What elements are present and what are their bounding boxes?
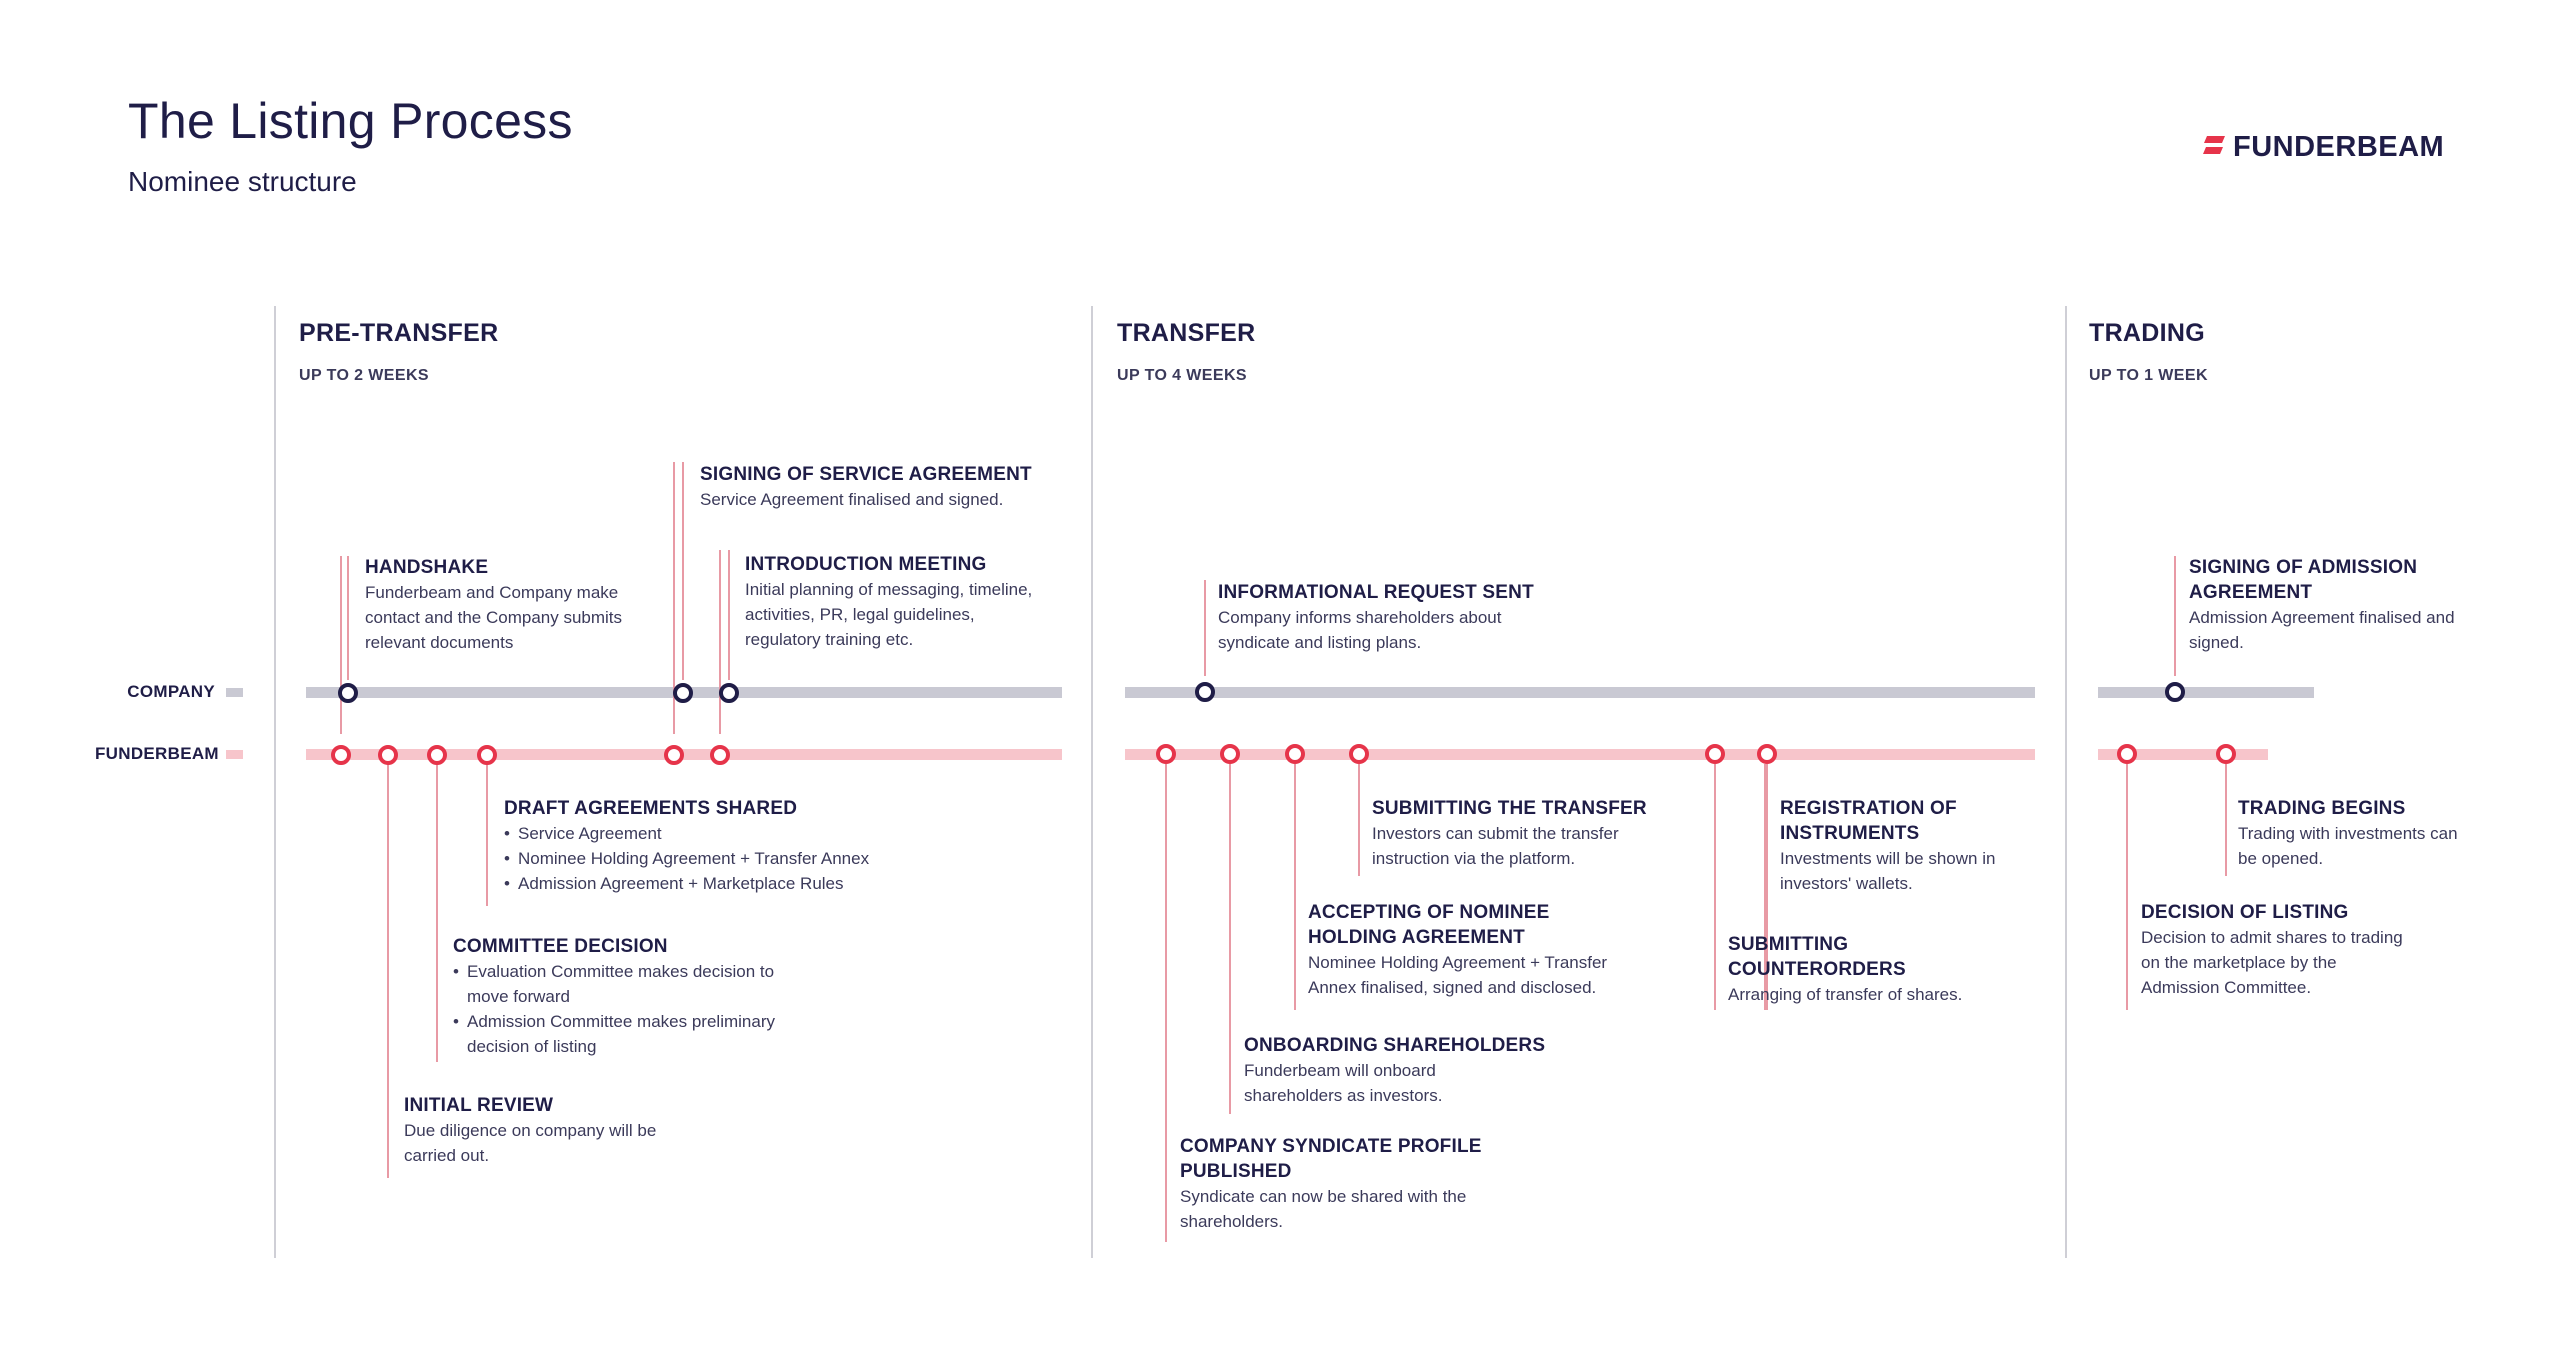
lane-label-company: COMPANY xyxy=(127,682,215,701)
node-initial-review xyxy=(378,745,398,765)
event-submitting-transfer-title: SUBMITTING THE TRANSFER xyxy=(1372,798,1647,819)
event-signing-service-desc: Service Agreement finalised and signed. xyxy=(700,490,1004,509)
event-syndicate-profile-desc: Syndicate can now be shared with the sha… xyxy=(1180,1187,1467,1231)
event-committee-title: COMMITTEE DECISION xyxy=(453,936,668,957)
company-nodes xyxy=(338,682,2185,703)
leader-lines xyxy=(340,462,2227,1242)
event-decision-listing-desc: Decision to admit shares to trading on t… xyxy=(2141,928,2403,997)
event-draft-agreements-list: Service Agreement Nominee Holding Agreem… xyxy=(504,821,924,896)
event-signing-admission-desc: Admission Agreement finalised and signed… xyxy=(2189,608,2455,652)
funderbeam-logo-icon xyxy=(2203,136,2225,154)
node-signing-service-fb xyxy=(664,745,684,765)
node-decision-listing xyxy=(2117,744,2137,764)
event-signing-service-title: SIGNING OF SERVICE AGREEMENT xyxy=(700,464,1032,485)
list-item: Admission Agreement + Marketplace Rules xyxy=(504,871,924,896)
event-syndicate-profile-title: COMPANY SYNDICATE PROFILE PUBLISHED xyxy=(1180,1136,1482,1182)
event-draft-agreements-title: DRAFT AGREEMENTS SHARED xyxy=(504,798,798,819)
event-info-request-title: INFORMATIONAL REQUEST SENT xyxy=(1218,582,1534,603)
node-committee xyxy=(427,745,447,765)
node-onboarding xyxy=(1220,744,1240,764)
brand-name: FUNDERBEAM xyxy=(2233,130,2445,163)
list-item: Evaluation Committee makes decision to m… xyxy=(453,959,793,1009)
event-registration-desc: Investments will be shown in investors' … xyxy=(1780,849,1996,893)
node-counterorders xyxy=(1705,744,1725,764)
event-info-request-desc: Company informs shareholders about syndi… xyxy=(1218,608,1502,652)
funderbeam-nodes xyxy=(331,744,2236,765)
event-trading-begins-desc: Trading with investments can be opened. xyxy=(2238,824,2458,868)
funderbeam-lane-swatch xyxy=(226,750,243,759)
page-title: The Listing Process xyxy=(128,93,573,149)
event-handshake-title: HANDSHAKE xyxy=(365,557,489,578)
event-onboarding-title: ONBOARDING SHAREHOLDERS xyxy=(1244,1035,1546,1056)
event-intro-meeting-desc: Initial planning of messaging, timeline,… xyxy=(745,580,1033,649)
node-intro-meeting-fb xyxy=(710,745,730,765)
company-lane-swatch xyxy=(226,688,243,697)
event-committee-list: Evaluation Committee makes decision to m… xyxy=(453,959,793,1059)
event-accepting-nominee-title: ACCEPTING OF NOMINEE HOLDING AGREEMENT xyxy=(1308,902,1550,948)
event-initial-review-desc: Due diligence on company will be carried… xyxy=(404,1121,657,1165)
node-draft-agreements xyxy=(477,745,497,765)
node-submitting-transfer xyxy=(1349,744,1369,764)
list-item: Nominee Holding Agreement + Transfer Ann… xyxy=(504,846,924,871)
phase-trading-title: TRADING xyxy=(2089,319,2205,347)
event-submitting-transfer-desc: Investors can submit the transfer instru… xyxy=(1372,824,1619,868)
phase-transfer-duration: UP TO 4 WEEKS xyxy=(1117,367,1247,384)
event-trading-begins-title: TRADING BEGINS xyxy=(2238,798,2406,819)
event-initial-review-title: INITIAL REVIEW xyxy=(404,1095,554,1116)
event-counterorders-desc: Arranging of transfer of shares. xyxy=(1728,985,1963,1004)
node-registration xyxy=(1757,744,1777,764)
list-item: Admission Committee makes preliminary de… xyxy=(453,1009,793,1059)
event-decision-listing-title: DECISION OF LISTING xyxy=(2141,902,2349,923)
node-accepting-nominee xyxy=(1285,744,1305,764)
phase-dividers xyxy=(274,306,2067,1258)
phase-pre-transfer-title: PRE-TRANSFER xyxy=(299,319,499,347)
event-onboarding-desc: Funderbeam will onboard shareholders as … xyxy=(1244,1061,1443,1105)
node-trading-begins xyxy=(2216,744,2236,764)
node-handshake xyxy=(338,683,358,703)
brand-logo: FUNDERBEAM xyxy=(2203,127,2444,167)
node-intro-meeting xyxy=(719,683,739,703)
node-signing-service xyxy=(673,683,693,703)
event-intro-meeting-title: INTRODUCTION MEETING xyxy=(745,554,987,575)
funderbeam-lane xyxy=(306,749,2268,760)
event-handshake-desc: Funderbeam and Company make contact and … xyxy=(365,583,623,652)
page-subtitle: Nominee structure xyxy=(128,166,357,197)
lane-label-funderbeam: FUNDERBEAM xyxy=(95,744,219,763)
phase-pre-transfer-duration: UP TO 2 WEEKS xyxy=(299,367,429,384)
phase-transfer-title: TRANSFER xyxy=(1117,319,1256,347)
event-accepting-nominee-desc: Nominee Holding Agreement + Transfer Ann… xyxy=(1308,953,1608,997)
node-handshake-fb xyxy=(331,745,351,765)
event-signing-admission-title: SIGNING OF ADMISSION AGREEMENT xyxy=(2189,557,2418,603)
node-syndicate-profile xyxy=(1156,744,1176,764)
event-registration-title: REGISTRATION OF INSTRUMENTS xyxy=(1780,798,1957,844)
company-lane xyxy=(306,687,2314,698)
event-counterorders-title: SUBMITTING COUNTERORDERS xyxy=(1728,934,1906,980)
list-item: Service Agreement xyxy=(504,821,924,846)
phase-trading-duration: UP TO 1 WEEK xyxy=(2089,367,2208,384)
node-info-request xyxy=(1195,682,1215,702)
node-signing-admission xyxy=(2165,682,2185,702)
